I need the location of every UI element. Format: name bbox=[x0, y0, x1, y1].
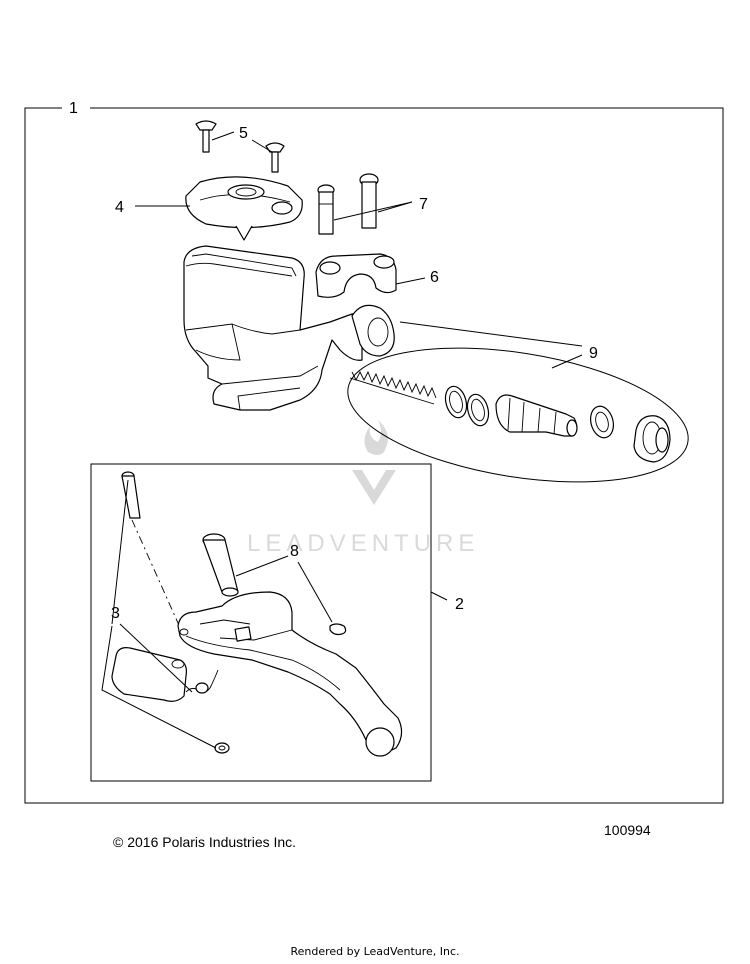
pin-centerline bbox=[131, 519, 183, 633]
callout-3-leader bbox=[101, 479, 217, 749]
callout-2-leader bbox=[430, 591, 448, 601]
piston bbox=[495, 394, 578, 437]
callout-8-leader bbox=[235, 555, 289, 577]
piston-o-ring bbox=[589, 405, 615, 439]
callout-5-leader bbox=[211, 131, 273, 153]
piston-kit-ellipse bbox=[347, 347, 689, 483]
callout-8-leader-2 bbox=[297, 561, 333, 623]
watermark-text: LEADVENTURE bbox=[247, 530, 479, 557]
outer-frame bbox=[24, 107, 724, 804]
callout-7-leader bbox=[333, 201, 413, 221]
callout-6: 6 bbox=[430, 269, 439, 286]
callout-3: 3 bbox=[111, 605, 120, 622]
e-clip bbox=[329, 623, 347, 636]
callout-8: 8 bbox=[290, 543, 299, 560]
pivot-bolt bbox=[202, 533, 239, 597]
callout-2: 2 bbox=[455, 596, 464, 613]
callout-4: 4 bbox=[115, 199, 124, 216]
piston-washer bbox=[444, 385, 468, 419]
callout-7: 7 bbox=[419, 196, 428, 213]
reservoir-screw-right bbox=[265, 142, 285, 173]
callout-1: 1 bbox=[69, 100, 78, 117]
piston-seal bbox=[466, 393, 490, 427]
callout-9: 9 bbox=[589, 345, 598, 362]
piston-boot bbox=[633, 415, 671, 463]
clamp-bolt-left bbox=[317, 184, 335, 235]
lever-pivot-pin bbox=[121, 471, 141, 519]
master-cylinder-body bbox=[183, 245, 395, 411]
adjuster-block bbox=[111, 647, 187, 702]
copyright-notice: © 2016 Polaris Industries Inc. bbox=[113, 834, 297, 850]
lever-spring bbox=[185, 669, 219, 694]
lever-assembly-frame bbox=[90, 463, 432, 782]
handlebar-clamp bbox=[315, 253, 397, 298]
piston-return-spring bbox=[349, 370, 437, 405]
figure-number: 100994 bbox=[604, 822, 651, 838]
rendered-by-footer: Rendered by LeadVenture, Inc. bbox=[290, 945, 460, 958]
detent-washer bbox=[214, 742, 230, 754]
callout-5: 5 bbox=[239, 125, 248, 142]
callout-9-leader bbox=[399, 321, 583, 369]
leadventure-watermark-logo bbox=[352, 420, 396, 505]
reservoir-screw-left bbox=[195, 120, 217, 153]
clamp-bolt-right bbox=[359, 173, 379, 229]
callout-6-leader bbox=[395, 277, 426, 285]
brake-lever bbox=[177, 591, 403, 757]
reservoir-cap bbox=[185, 176, 303, 241]
